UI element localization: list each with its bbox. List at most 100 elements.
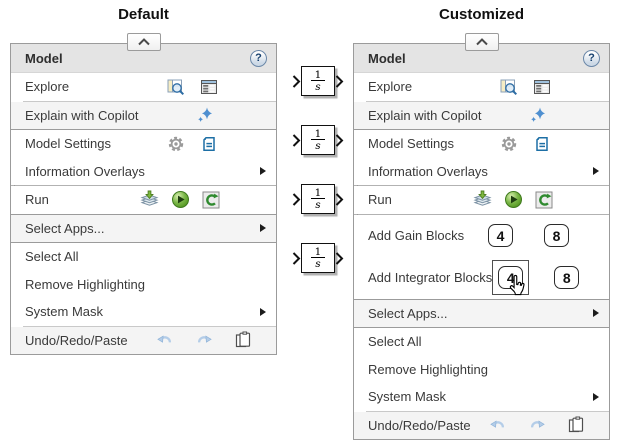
menu-group: Model Settings Information Overlays [11, 129, 276, 215]
menu-item-system-mask[interactable]: System Mask [354, 383, 609, 411]
submenu-arrow-icon [260, 224, 266, 233]
separator [354, 72, 609, 73]
menu-item-select-all[interactable]: Select All [11, 243, 276, 271]
menu-item-label: Select Apps... [368, 305, 448, 321]
model-explorer-icon[interactable] [500, 78, 518, 96]
block-denominator: s [311, 80, 325, 93]
menu-item-select-all[interactable]: Select All [354, 328, 609, 356]
menu-item-label: System Mask [25, 304, 104, 320]
run-play-icon[interactable] [504, 190, 523, 209]
submenu-arrow-icon [593, 392, 599, 401]
menu-header-title: Model [25, 50, 63, 66]
block-numerator: 1 [314, 68, 322, 81]
add-gain-4-button[interactable]: 4 [488, 224, 513, 247]
menu-item-information-overlays[interactable]: Information Overlays [354, 157, 609, 185]
output-port-icon [335, 192, 344, 206]
undo-icon[interactable] [156, 331, 174, 349]
undo-icon[interactable] [489, 416, 507, 434]
input-port-icon [292, 74, 301, 88]
menu-item-undo-redo-paste[interactable]: Undo/Redo/Paste [354, 411, 609, 439]
add-gain-8-button[interactable]: 8 [544, 224, 569, 247]
menu-item-information-overlays[interactable]: Information Overlays [11, 157, 276, 185]
menu-item-label: Add Integrator Blocks [368, 270, 493, 285]
chevron-up-icon [137, 38, 150, 46]
menu-item-run[interactable]: Run [354, 186, 609, 214]
property-inspector-icon[interactable] [533, 78, 551, 96]
input-port-icon [292, 251, 301, 265]
menu-item-label: Remove Highlighting [368, 361, 488, 377]
separator [11, 242, 276, 243]
collapse-button[interactable] [126, 33, 161, 51]
menu-item-run[interactable]: Run [11, 186, 276, 214]
separator [366, 100, 609, 102]
menu-group: Model Settings Information Overlays [354, 129, 609, 300]
add-integrator-8-button[interactable]: 8 [554, 266, 580, 289]
menu-item-label: Select All [368, 334, 422, 350]
menu-item-select-apps[interactable]: Select Apps... [11, 214, 276, 242]
separator [23, 100, 276, 102]
separator [366, 410, 609, 412]
menu-item-label: Select Apps... [25, 220, 105, 236]
menu-item-add-integrator-blocks[interactable]: Add Integrator Blocks 4 8 [354, 256, 609, 299]
config-doc-icon[interactable] [533, 135, 551, 153]
menu-item-label: Explain with Copilot [368, 107, 482, 123]
menu-item-add-gain-blocks[interactable]: Add Gain Blocks 4 8 [354, 214, 609, 257]
menu-item-model-settings[interactable]: Model Settings [11, 130, 276, 158]
menu-item-label: Explore [368, 79, 413, 95]
redo-icon[interactable] [195, 331, 213, 349]
block-numerator: 1 [314, 186, 322, 199]
menu-item-explore[interactable]: Explore [354, 73, 609, 101]
run-play-icon[interactable] [171, 190, 190, 209]
redo-icon[interactable] [528, 416, 546, 434]
hover-selection-box: 4 [492, 260, 530, 296]
menu-item-label: Information Overlays [25, 163, 145, 179]
gear-icon[interactable] [500, 135, 518, 153]
config-doc-icon[interactable] [200, 135, 218, 153]
menu-item-label: System Mask [368, 389, 447, 405]
menu-item-label: Select All [25, 249, 79, 265]
menu-item-remove-highlighting[interactable]: Remove Highlighting [11, 270, 276, 298]
menu-header-title: Model [368, 50, 406, 66]
menu-item-explain-with-copilot[interactable]: Explain with Copilot [354, 101, 609, 129]
menu-item-explore[interactable]: Explore [11, 73, 276, 101]
paste-icon[interactable] [234, 331, 252, 349]
hand-pointer-icon [510, 274, 525, 296]
block-numerator: 1 [314, 245, 322, 258]
update-diagram-icon[interactable] [140, 190, 159, 209]
input-port-icon [292, 133, 301, 147]
separator [354, 327, 609, 328]
collapse-button[interactable] [464, 33, 499, 51]
block-numerator: 1 [314, 127, 322, 140]
menu-item-label: Model Settings [25, 136, 111, 152]
menu-item-model-settings[interactable]: Model Settings [354, 130, 609, 158]
update-diagram-icon[interactable] [473, 190, 492, 209]
menu-item-undo-redo-paste[interactable]: Undo/Redo/Paste [11, 326, 276, 354]
help-icon[interactable]: ? [583, 49, 600, 67]
output-port-icon [335, 133, 344, 147]
separator [11, 185, 276, 186]
menu-item-label: Information Overlays [368, 163, 488, 179]
submenu-arrow-icon [260, 307, 266, 316]
output-port-icon [335, 251, 344, 265]
menu-item-label: Remove Highlighting [25, 276, 145, 292]
default-title: Default [118, 6, 169, 23]
paste-icon[interactable] [567, 416, 585, 434]
menu-item-explain-with-copilot[interactable]: Explain with Copilot [11, 101, 276, 129]
menu-item-label: Model Settings [368, 136, 454, 152]
chevron-up-icon [475, 38, 488, 46]
submenu-arrow-icon [593, 167, 599, 176]
menu-item-system-mask[interactable]: System Mask [11, 298, 276, 326]
menu-item-label: Run [25, 192, 49, 208]
menu-item-select-apps[interactable]: Select Apps... [354, 299, 609, 327]
help-icon[interactable]: ? [250, 49, 267, 67]
output-port-icon [335, 74, 344, 88]
separator [354, 213, 609, 215]
property-inspector-icon[interactable] [200, 78, 218, 96]
menu-item-remove-highlighting[interactable]: Remove Highlighting [354, 355, 609, 383]
gear-icon[interactable] [167, 135, 185, 153]
model-explorer-icon[interactable] [167, 78, 185, 96]
refresh-icon[interactable] [535, 191, 553, 209]
refresh-icon[interactable] [202, 191, 220, 209]
